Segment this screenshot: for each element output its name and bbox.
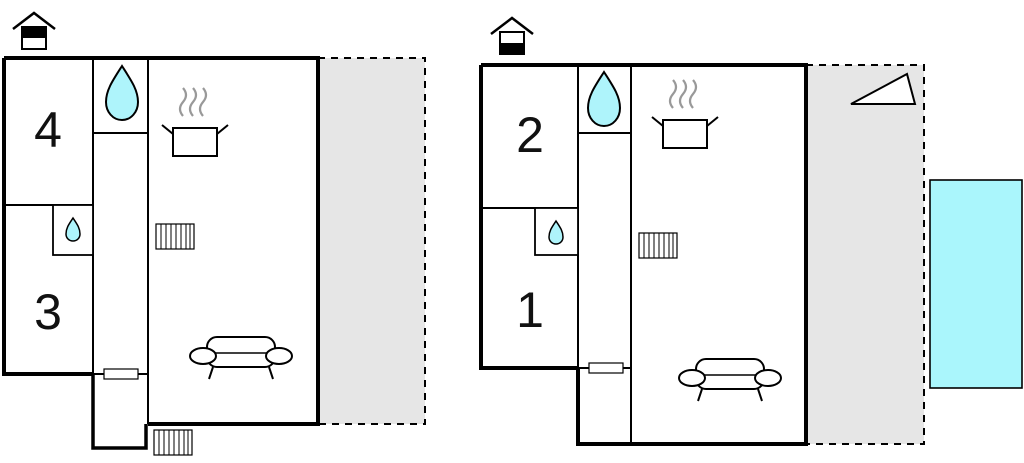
- radiator-icon: [153, 429, 193, 456]
- floorplan-left: 4 3: [2, 11, 426, 456]
- water-drop-icon: [105, 65, 139, 121]
- triangle-marker: [850, 72, 917, 105]
- cooking-pot-icon: [160, 86, 230, 158]
- bathroom: [52, 204, 94, 256]
- terrace-dashed-border: [806, 64, 925, 445]
- house-icon: [11, 11, 57, 51]
- pool: [929, 179, 1023, 389]
- radiator-icon: [638, 232, 678, 259]
- terrace-area: [806, 65, 924, 444]
- entrance-wall: [91, 374, 148, 450]
- door-mat: [588, 362, 624, 374]
- room-number: 4: [34, 102, 62, 158]
- cooking-pot-icon: [650, 78, 720, 150]
- radiator-icon: [155, 223, 195, 250]
- room-number: 2: [516, 107, 544, 163]
- sofa-icon: [678, 358, 782, 402]
- door-mat: [103, 368, 139, 380]
- outer-wall: [481, 63, 808, 446]
- outer-wall: [4, 56, 320, 426]
- water-drop-icon: [587, 71, 621, 127]
- room-number: 3: [34, 284, 62, 340]
- sofa-icon: [189, 336, 293, 380]
- terrace-dashed-border: [318, 57, 426, 425]
- terrace-area: [318, 58, 425, 424]
- outer-wall: [2, 58, 93, 376]
- house-icon: [489, 16, 535, 56]
- room-number: 1: [516, 282, 544, 338]
- outer-wall: [479, 65, 578, 370]
- floorplan-right: 2 1: [479, 16, 1023, 446]
